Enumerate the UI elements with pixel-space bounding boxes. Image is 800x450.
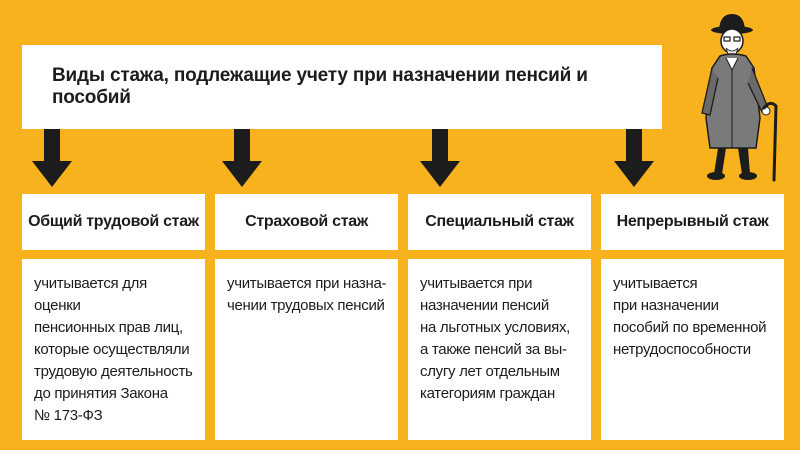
column-heading-box: Непрерывный стаж — [601, 194, 784, 250]
column-heading-box: Страховой стаж — [215, 194, 398, 250]
column-heading-box: Общий трудовой стаж — [22, 194, 205, 250]
column-description: учитывается при назна- чении трудовых пе… — [227, 275, 387, 314]
column-body-box: учитывается для оценки пенсионных прав л… — [22, 259, 205, 440]
column-description: учитывается для оценки пенсионных прав л… — [34, 275, 193, 424]
column-heading-box: Специальный стаж — [408, 194, 591, 250]
arrow-down-icon — [32, 129, 72, 187]
diagram-title: Виды стажа, подлежащие учету при назначе… — [52, 65, 588, 108]
arrow-down-icon — [420, 129, 460, 187]
arrow-down-icon — [614, 129, 654, 187]
column-body-box: учитывается при назначении пенсий на льг… — [408, 259, 591, 440]
column-body-box: учитывается при назна- чении трудовых пе… — [215, 259, 398, 440]
column-heading: Общий трудовой стаж — [28, 213, 199, 230]
column-body-box: учитывается при назначении пособий по вр… — [601, 259, 784, 440]
column-description: учитывается при назначении пенсий на льг… — [420, 275, 571, 402]
column-description: учитывается при назначении пособий по вр… — [613, 275, 767, 358]
column-heading: Специальный стаж — [425, 213, 574, 230]
column-heading: Непрерывный стаж — [616, 213, 769, 230]
arrow-down-icon — [222, 129, 262, 187]
elderly-man-illustration — [701, 14, 778, 182]
column-heading: Страховой стаж — [245, 213, 368, 230]
title-box: Виды стажа, подлежащие учету при назначе… — [22, 45, 662, 129]
